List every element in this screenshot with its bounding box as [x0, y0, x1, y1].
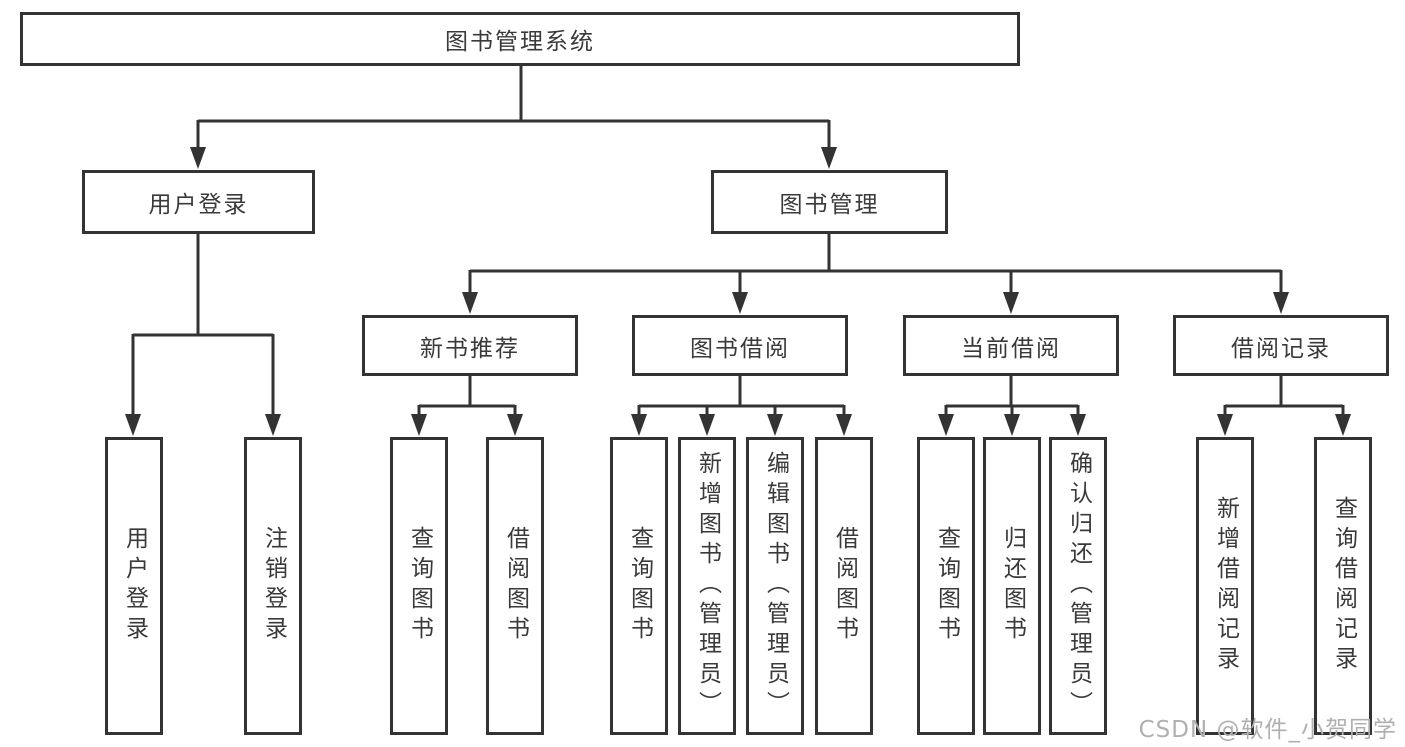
leaf-add-books-admin: 新增图书（管理员）	[678, 437, 736, 735]
leaf-borrow-books: 借阅图书	[815, 437, 873, 735]
leaf-query-books-current: 查询图书	[917, 437, 975, 735]
leaf-query-books-borrow: 查询图书	[610, 437, 668, 735]
node-library-management-system: 图书管理系统	[20, 12, 1020, 66]
leaf-query-books-recommend: 查询图书	[390, 437, 448, 735]
node-book-borrowing: 图书借阅	[632, 315, 848, 376]
csdn-watermark: CSDN @软件_小贺同学	[1138, 717, 1397, 743]
leaf-edit-books-admin: 编辑图书（管理员）	[746, 437, 804, 735]
node-borrowing-records: 借阅记录	[1173, 315, 1389, 376]
node-current-borrowing: 当前借阅	[903, 315, 1119, 376]
node-book-management: 图书管理	[711, 170, 948, 234]
leaf-logout: 注销登录	[244, 437, 302, 735]
leaf-return-books: 归还图书	[983, 437, 1041, 735]
leaf-user-login: 用户登录	[105, 437, 163, 735]
leaf-confirm-return-admin: 确认归还（管理员）	[1049, 437, 1107, 735]
leaf-borrow-books-recommend: 借阅图书	[486, 437, 544, 735]
node-new-book-recommendation: 新书推荐	[362, 315, 578, 376]
leaf-query-borrow-record: 查询借阅记录	[1314, 437, 1372, 735]
node-user-login: 用户登录	[82, 170, 315, 234]
leaf-add-borrow-record: 新增借阅记录	[1196, 437, 1254, 735]
